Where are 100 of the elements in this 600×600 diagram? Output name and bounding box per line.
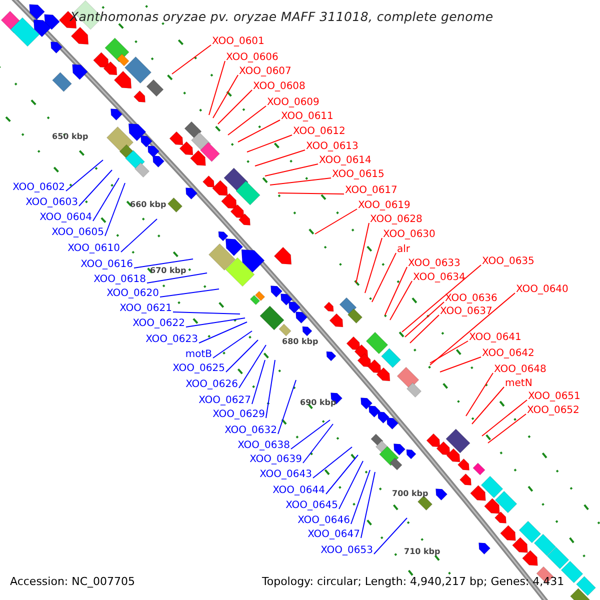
gene-label: XOO_0603 <box>26 197 78 209</box>
leader-line <box>372 252 396 302</box>
leader-line <box>302 424 334 464</box>
genome-info-text: Topology: circular; Length: 4,940,217 bp; Genes: 4,431 <box>262 575 564 588</box>
gene-label: XOO_0644 <box>272 485 325 497</box>
leader-line <box>404 302 444 338</box>
leader-line <box>218 90 252 124</box>
gene-label: XOO_0653 <box>320 545 373 557</box>
gene-label: XOO_0636 <box>445 293 498 305</box>
gene-label: motB <box>185 349 212 361</box>
leader-line <box>78 170 112 206</box>
gene-label: XOO_0612 <box>293 126 346 138</box>
gene-label: XOO_0621 <box>120 303 172 315</box>
gene-label: alr <box>397 244 410 256</box>
leader-line <box>172 312 240 314</box>
leader-line <box>278 380 296 434</box>
gene-label: XOO_0627 <box>198 395 251 407</box>
leader-line <box>238 344 266 388</box>
gene-label: XOO_0640 <box>516 284 568 296</box>
gene-label: XOO_0652 <box>527 405 580 417</box>
leader-line <box>172 44 212 74</box>
leader-line <box>146 272 208 284</box>
scale-label: 680 kbp <box>282 337 318 347</box>
leader-line <box>430 292 516 366</box>
gene-label: XOO_0622 <box>132 318 185 330</box>
scale-label: 650 kbp <box>52 132 88 142</box>
leader-line <box>92 178 120 222</box>
gene-label: metN <box>505 378 532 390</box>
accession-text: Accession: NC_007705 <box>10 575 136 588</box>
gene-label: XOO_0628 <box>370 214 422 226</box>
gene-label: XOO_0647 <box>308 529 360 541</box>
gene-label: XOO_0610 <box>68 243 120 255</box>
gene-label: XOO_0618 <box>94 274 146 286</box>
leader-line <box>252 360 266 404</box>
gene-label: XOO_0625 <box>172 363 225 375</box>
gene-label: XOO_0633 <box>408 258 460 270</box>
gene-label: XOO_0641 <box>469 332 522 344</box>
gene-label: XOO_0613 <box>306 141 358 153</box>
leader-line <box>410 314 440 344</box>
scale-label: 700 kbp <box>392 489 428 499</box>
gene-label: XOO_0609 <box>267 97 320 109</box>
gene-label: XOO_0605 <box>52 227 104 239</box>
leader-line <box>466 372 494 416</box>
gene-label: XOO_0614 <box>319 155 372 167</box>
gene-label: XOO_0646 <box>298 515 350 527</box>
gene-label: XOO_0611 <box>281 111 334 123</box>
leader-line <box>134 258 194 268</box>
leader-line <box>356 222 370 284</box>
leader-line <box>212 74 238 118</box>
leader-line <box>338 460 364 510</box>
leader-line <box>212 330 252 358</box>
leader-line <box>198 322 248 344</box>
gene-label: XOO_0635 <box>482 256 534 268</box>
scale-label: 660 kbp <box>130 200 166 210</box>
gene-label: XOO_0639 <box>250 454 302 466</box>
leader-line <box>104 182 126 236</box>
gene-label: XOO_0607 <box>239 66 292 78</box>
leader-line <box>430 340 468 364</box>
gene-label: XOO_0651 <box>528 391 580 403</box>
leader-line <box>264 164 318 176</box>
gene-label: XOO_0617 <box>345 185 398 197</box>
leader-line <box>440 356 482 372</box>
leader-line <box>120 218 158 252</box>
leader-line <box>472 386 504 424</box>
gene-label: XOO_0619 <box>358 200 410 212</box>
leader-line <box>326 454 358 494</box>
gene-label: XOO_0616 <box>80 259 133 271</box>
leader-line <box>246 134 292 152</box>
gene-label: XOO_0648 <box>494 364 546 376</box>
leader-line <box>266 360 276 418</box>
gene-label: XOO_0632 <box>224 425 277 437</box>
leader-line <box>208 60 226 116</box>
leader-line <box>254 150 306 166</box>
gene-label: XOO_0638 <box>238 440 290 452</box>
leader-line <box>290 420 330 450</box>
leader-line <box>488 414 526 444</box>
gene-label: XOO_0620 <box>106 288 159 300</box>
leader-line <box>402 264 482 332</box>
leader-line <box>226 340 258 372</box>
leader-line <box>278 192 344 194</box>
gene-label: XOO_0629 <box>212 409 265 421</box>
gene-label: XOO_0626 <box>186 379 238 391</box>
scale-label: 690 kbp <box>300 398 336 408</box>
leader-line <box>350 470 370 524</box>
scale-label: 670 kbp <box>150 266 186 276</box>
gene-label: XOO_0645 <box>286 500 338 512</box>
gene-label: XOO_0634 <box>413 272 466 284</box>
gene-label: XOO_0606 <box>226 52 278 64</box>
gene-label: XOO_0637 <box>440 306 492 318</box>
leader-line <box>270 178 332 186</box>
leader-line <box>238 120 280 142</box>
leader-line <box>384 266 408 316</box>
gene-label: XOO_0630 <box>383 229 436 241</box>
gene-label: XOO_0623 <box>146 334 198 346</box>
leader-line <box>364 238 382 294</box>
leader-line <box>228 106 266 136</box>
leader-line <box>360 472 376 538</box>
gene-label: XOO_0601 <box>212 36 264 48</box>
leader-line <box>66 160 104 192</box>
gene-label: XOO_0642 <box>482 348 534 360</box>
